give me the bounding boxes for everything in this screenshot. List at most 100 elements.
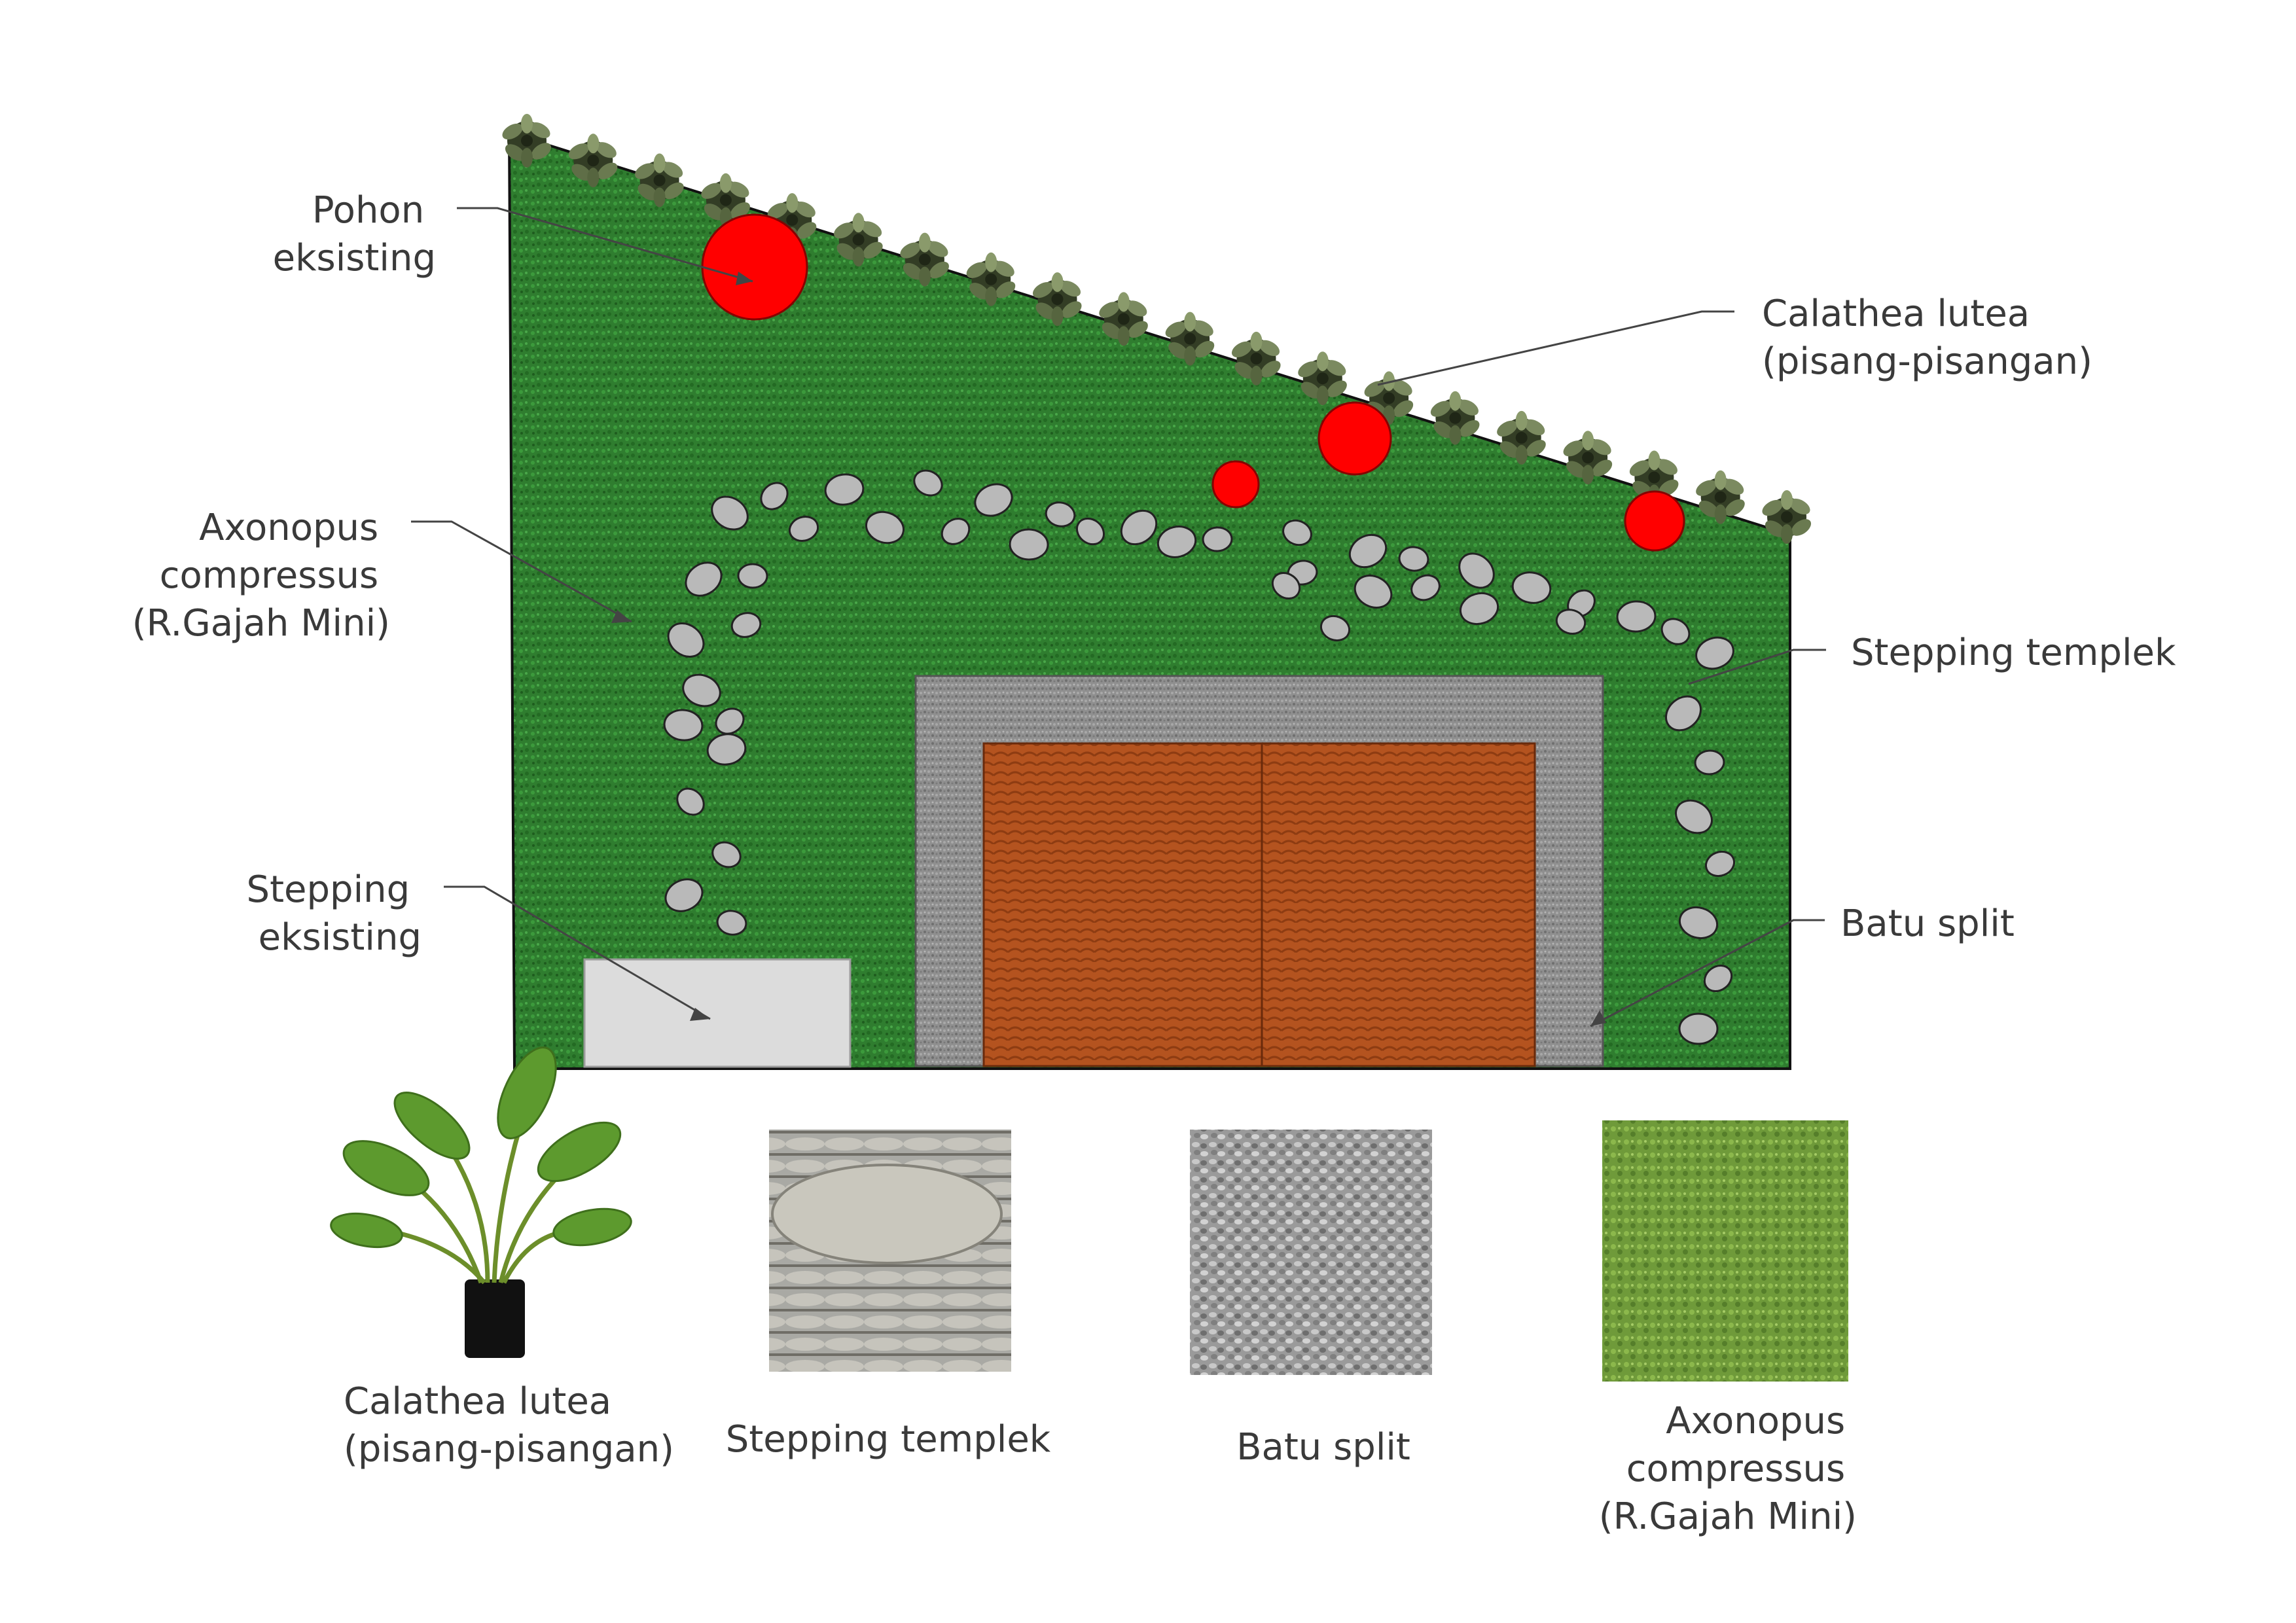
batu-split-photo — [1190, 1130, 1432, 1375]
label-stepping-eksisting-line1: Stepping — [247, 868, 410, 911]
stepping-stone — [1704, 850, 1736, 878]
stepping-stone — [1695, 636, 1734, 670]
existing-stepping-paving — [583, 958, 852, 1068]
label-stepping-eksisting: Stepping eksisting — [247, 868, 422, 959]
tile-terrace — [982, 742, 1536, 1067]
legend-calathea-line1: Calathea lutea — [344, 1380, 611, 1423]
leader-axonopus — [411, 520, 632, 623]
label-axonopus: Axonopus compressus (R.Gajah Mini) — [132, 507, 390, 645]
label-axonopus-line2: compressus — [160, 554, 378, 597]
legend-batu-split-caption: Batu split — [1236, 1426, 1410, 1469]
label-axonopus-line1: Axonopus — [199, 507, 378, 549]
stepping-stone — [685, 562, 723, 597]
stepping-stone — [1458, 552, 1495, 589]
stepping-stone — [1157, 526, 1197, 558]
stepping-stone-top — [771, 1164, 1003, 1264]
stepping-stone — [760, 482, 789, 510]
arrowhead-batu-split — [1590, 1010, 1606, 1026]
stepping-stones — [663, 469, 1736, 1045]
existing-tree — [1211, 460, 1260, 508]
label-axonopus-line3: (R.Gajah Mini) — [132, 602, 390, 645]
stepping-stone — [1009, 528, 1049, 561]
stepping-stone — [941, 518, 971, 545]
site-plan — [499, 114, 1814, 1070]
arrowhead-axonopus — [611, 610, 632, 623]
stepping-stone — [788, 516, 819, 542]
stepping-stone — [1555, 609, 1587, 635]
label-calathea-line1: Calathea lutea — [1762, 293, 2030, 335]
leader-batu-split — [1590, 919, 1825, 1027]
stepping-stone — [711, 495, 749, 531]
stepping-stone — [716, 910, 747, 936]
legend-axonopus-line2: compressus — [1626, 1448, 1845, 1490]
label-stepping-templek-line1: Stepping templek — [1851, 632, 2176, 674]
stepping-stone — [1616, 600, 1657, 633]
calathea-plant-photo — [330, 1046, 632, 1358]
stepping-stone — [1348, 533, 1388, 569]
stepping-stone — [711, 841, 742, 868]
label-stepping-eksisting-line2: eksisting — [259, 916, 422, 959]
leader-stepping-eksisting — [444, 885, 711, 1020]
legend-axonopus-line1: Axonopus — [1666, 1400, 1845, 1442]
stepping-stone — [667, 622, 705, 658]
leader-pohon — [457, 207, 753, 283]
legend-calathea-line2: (pisang-pisangan) — [344, 1428, 674, 1471]
stepping-stone — [1398, 546, 1429, 572]
axonopus-photo — [1602, 1120, 1848, 1382]
leader-stepping-templek — [1688, 649, 1826, 685]
leader-calathea — [1377, 310, 1734, 386]
label-batu-split-line1: Batu split — [1840, 902, 2015, 945]
stepping-stone — [1410, 574, 1441, 601]
stepping-stone — [1120, 509, 1158, 546]
existing-tree — [1624, 490, 1685, 552]
stepping-stone — [676, 787, 705, 816]
stepping-stone — [1459, 592, 1499, 626]
stepping-stone — [1282, 519, 1312, 546]
stepping-stone — [865, 510, 905, 544]
label-calathea-line2: (pisang-pisangan) — [1762, 340, 2092, 383]
stepping-stone — [974, 483, 1013, 517]
arrowhead-pohon — [736, 272, 753, 285]
label-pohon-line2: eksisting — [273, 237, 436, 279]
label-stepping-templek: Stepping templek — [1851, 632, 2176, 674]
plant-leaves — [330, 1046, 632, 1248]
stepping-stone — [664, 878, 704, 912]
legend-axonopus-caption: Axonopus compressus (R.Gajah Mini) — [1599, 1400, 1857, 1538]
label-calathea: Calathea lutea (pisang-pisangan) — [1762, 293, 2092, 383]
legend-stepping-templek-line1: Stepping templek — [726, 1418, 1051, 1461]
stepping-stone — [1660, 618, 1691, 645]
legend-stepping-templek-caption: Stepping templek — [726, 1418, 1051, 1461]
label-batu-split: Batu split — [1840, 902, 2015, 945]
stepping-stone — [1678, 906, 1719, 940]
legend-calathea-caption: Calathea lutea (pisang-pisangan) — [344, 1380, 674, 1471]
stepping-stone — [1665, 695, 1702, 732]
stepping-stone — [1703, 964, 1733, 993]
callout-leaders — [411, 207, 1826, 1027]
stepping-stone — [1354, 575, 1393, 609]
stepping-stone — [715, 707, 745, 735]
stepping-stone — [1678, 1012, 1719, 1045]
legend-batu-split-line1: Batu split — [1236, 1426, 1410, 1469]
arrowhead-stepping-eksisting — [690, 1008, 710, 1021]
legend-axonopus-line3: (R.Gajah Mini) — [1599, 1495, 1857, 1538]
stepping-stone — [1202, 526, 1233, 552]
stepping-stone — [1045, 501, 1076, 527]
label-pohon-line1: Pohon — [312, 189, 424, 232]
stepping-stone — [1675, 799, 1713, 834]
stepping-stone — [737, 563, 768, 589]
existing-tree — [1318, 401, 1392, 476]
stepping-stone — [1511, 571, 1552, 604]
label-pohon-eksisting: Pohon eksisting — [273, 189, 436, 279]
stepping-stone — [663, 709, 704, 741]
legend — [330, 1046, 1848, 1382]
existing-tree — [701, 213, 808, 321]
stepping-stone — [913, 469, 943, 497]
stepping-stone — [706, 733, 747, 766]
stepping-stone — [824, 473, 865, 506]
stepping-stone — [682, 673, 721, 707]
stepping-stone — [730, 612, 762, 638]
stepping-stone — [1271, 571, 1301, 600]
existing-trees — [701, 213, 1685, 552]
polybag — [465, 1279, 525, 1358]
